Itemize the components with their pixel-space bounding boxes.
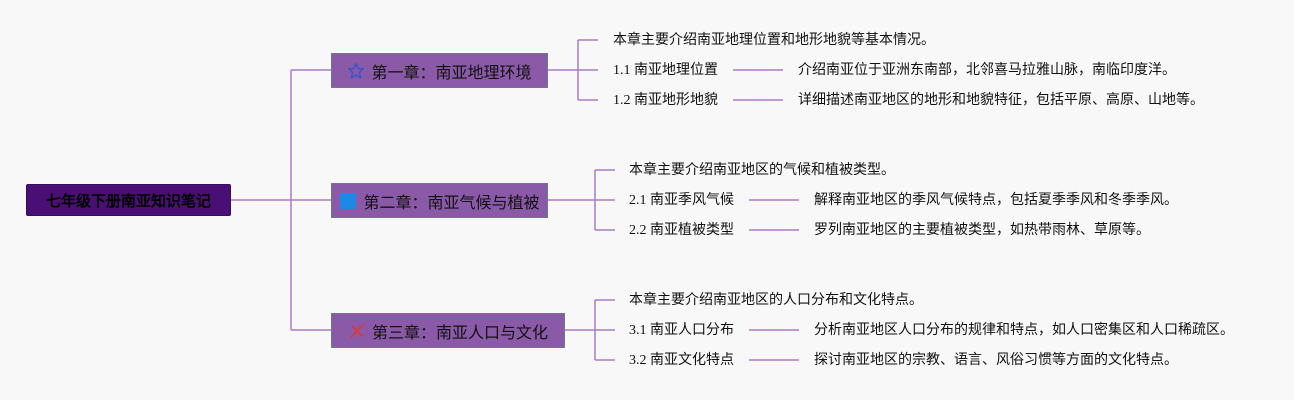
- root-node[interactable]: 七年级下册南亚知识笔记: [26, 184, 231, 216]
- section-2-2-detail: 罗列南亚地区的主要植被类型，如热带雨林、草原等。: [814, 223, 1150, 238]
- section-3-1-label[interactable]: 3.1 南亚人口分布: [629, 323, 734, 338]
- chapter-2-intro: 本章主要介绍南亚地区的气候和植被类型。: [629, 163, 895, 178]
- square-icon: [339, 192, 357, 210]
- section-2-1-detail: 解释南亚地区的季风气候特点，包括夏季季风和冬季季风。: [814, 193, 1178, 208]
- chapter-1-title: 第一章：南亚地理环境: [371, 64, 532, 82]
- section-2-2-label[interactable]: 2.2 南亚植被类型: [629, 223, 734, 238]
- chapter-3-intro: 本章主要介绍南亚地区的人口分布和文化特点。: [629, 293, 923, 308]
- chapter-3-node[interactable]: 第三章：南亚人口与文化: [331, 313, 565, 348]
- chapter-2-title: 第二章：南亚气候与植被: [363, 194, 540, 212]
- chapter-1-intro: 本章主要介绍南亚地理位置和地形地貌等基本情况。: [613, 33, 935, 48]
- chapter-2-node[interactable]: 第二章：南亚气候与植被: [331, 183, 548, 218]
- section-1-2-label[interactable]: 1.2 南亚地形地貌: [613, 93, 718, 108]
- section-1-1-label[interactable]: 1.1 南亚地理位置: [613, 63, 718, 78]
- section-1-2-detail: 详细描述南亚地区的地形和地貌特征，包括平原、高原、山地等。: [798, 93, 1204, 108]
- section-3-1-detail: 分析南亚地区人口分布的规律和特点，如人口密集区和人口稀疏区。: [814, 323, 1234, 338]
- section-2-1-label[interactable]: 2.1 南亚季风气候: [629, 193, 734, 208]
- tools-icon: [348, 322, 366, 340]
- section-3-2-label[interactable]: 3.2 南亚文化特点: [629, 353, 734, 368]
- chapter-1-node[interactable]: 第一章：南亚地理环境: [331, 53, 548, 88]
- section-3-2-detail: 探讨南亚地区的宗教、语言、风俗习惯等方面的文化特点。: [814, 353, 1178, 368]
- chapter-3-title: 第三章：南亚人口与文化: [371, 324, 548, 342]
- section-1-1-detail: 介绍南亚位于亚洲东南部，北邻喜马拉雅山脉，南临印度洋。: [798, 63, 1176, 78]
- root-label: 七年级下册南亚知识笔记: [45, 193, 211, 210]
- star-icon: [347, 62, 365, 80]
